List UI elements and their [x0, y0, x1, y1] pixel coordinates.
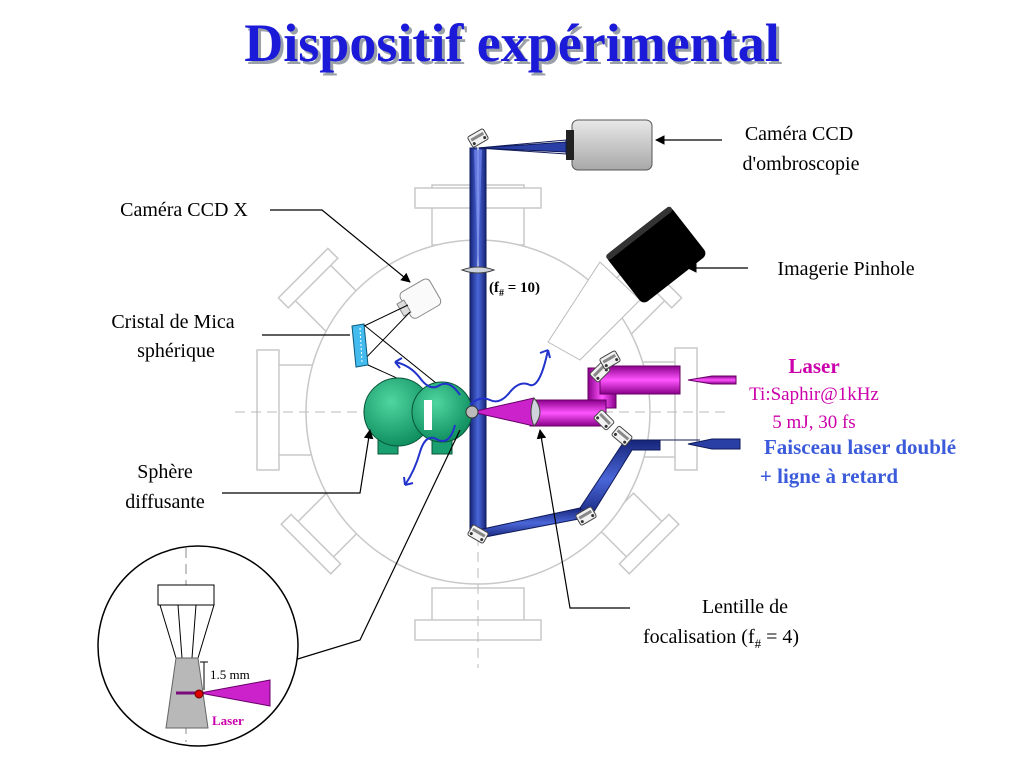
label-fnum-10: (f# = 10) [489, 280, 540, 299]
inset-distance-label: 1.5 mm [210, 667, 250, 682]
label-sphere-1: Sphère [137, 461, 193, 483]
inset-detail: 1.5 mm Laser [97, 545, 299, 747]
label-laser-title: Laser [788, 354, 839, 378]
x-ray-emission-arrows [394, 349, 551, 486]
label-sphere-2: diffusante [125, 491, 205, 513]
pinhole-imaging-camera [547, 206, 706, 361]
label-cristal-2: sphérique [137, 340, 215, 362]
label-laser-line2: 5 mJ, 30 fs [772, 412, 855, 433]
label-faisceau-2: + ligne à retard [760, 464, 898, 488]
leader-lines [222, 135, 748, 666]
label-faisceau-1: Faisceau laser doublé [764, 435, 956, 459]
label-camera-ccd-2: d'ombroscopie [743, 153, 860, 175]
ombroscopie-ccd-camera [566, 119, 653, 171]
label-cristal-1: Cristal de Mica [111, 311, 234, 333]
label-camera-ccd-x: Caméra CCD X [120, 199, 248, 221]
faisceau-input-arrow [687, 438, 741, 450]
probe-beam [469, 139, 700, 539]
label-laser-line1: Ti:Saphir@1kHz [749, 384, 879, 405]
laser-input-arrow [687, 375, 737, 385]
label-lentille-2: focalisation (f# = 4) [643, 626, 799, 651]
label-camera-ccd-1: Caméra CCD [745, 123, 853, 145]
main-laser-beam [471, 365, 681, 427]
mirror-top [466, 127, 490, 149]
x-ray-ccd-camera [359, 278, 442, 363]
label-lentille-1: Lentille de [702, 596, 788, 618]
label-imagerie-pinhole: Imagerie Pinhole [777, 258, 914, 280]
inset-laser-label: Laser [212, 713, 244, 728]
labels: Caméra CCD d'ombroscopie Caméra CCD X Im… [111, 123, 956, 651]
page-title: Dispositif expérimental [244, 13, 780, 73]
probe-lens [460, 266, 496, 274]
